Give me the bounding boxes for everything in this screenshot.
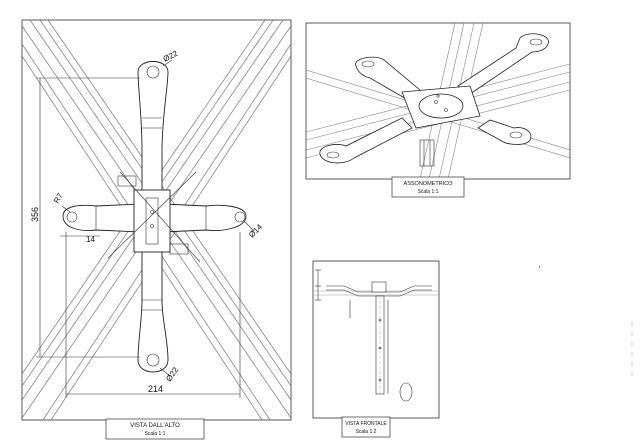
iso-view-title-block: ASSONOMETRICO Scala 1:1 [391, 176, 465, 198]
dim-hole-top: Ø22 [162, 48, 180, 63]
top-view-title-block: VISTA DALL'ALTO Scala 1:1 [105, 418, 205, 440]
iso-view: ASSONOMETRICO Scala 1:1 [305, 22, 571, 198]
front-view-title-block: VISTA FRONTALE Scala 1:2 [341, 416, 391, 438]
spider-fitting-top [62, 61, 247, 373]
front-view-title: VISTA FRONTALE [345, 421, 387, 427]
fitting-details-top [66, 65, 246, 367]
top-view-scale: Scala 1:1 [145, 431, 166, 437]
dim-hole-right: Ø14 [247, 222, 264, 239]
top-view: Ø22 Ø22 Ø14 R7 14 356 214 VISTA DALL'ALT… [21, 19, 292, 440]
hole-bottom [146, 353, 160, 367]
hole-left [66, 211, 78, 223]
hole-top [146, 65, 160, 79]
iso-view-title: ASSONOMETRICO [404, 181, 454, 187]
fitting-details-iso [326, 38, 543, 167]
hole-right [234, 211, 246, 223]
dimension-lines-top [36, 59, 255, 398]
spider-fitting-iso [319, 33, 549, 164]
front-view-scale: Scala 1:2 [356, 429, 377, 435]
front-view-drawing [313, 269, 439, 402]
dim-width: 214 [148, 384, 163, 394]
top-view-title: VISTA DALL'ALTO [130, 423, 180, 429]
dim-hole-bottom: Ø22 [164, 365, 180, 383]
front-view: VISTA FRONTALE Scala 1:2 [312, 260, 440, 438]
dim-radius: R7 [52, 191, 65, 205]
dim-height: 356 [30, 207, 40, 222]
iso-view-scale: Scala 1:1 [418, 189, 439, 195]
stray-mark: ' [539, 265, 541, 274]
dim-offset: 14 [86, 235, 95, 244]
